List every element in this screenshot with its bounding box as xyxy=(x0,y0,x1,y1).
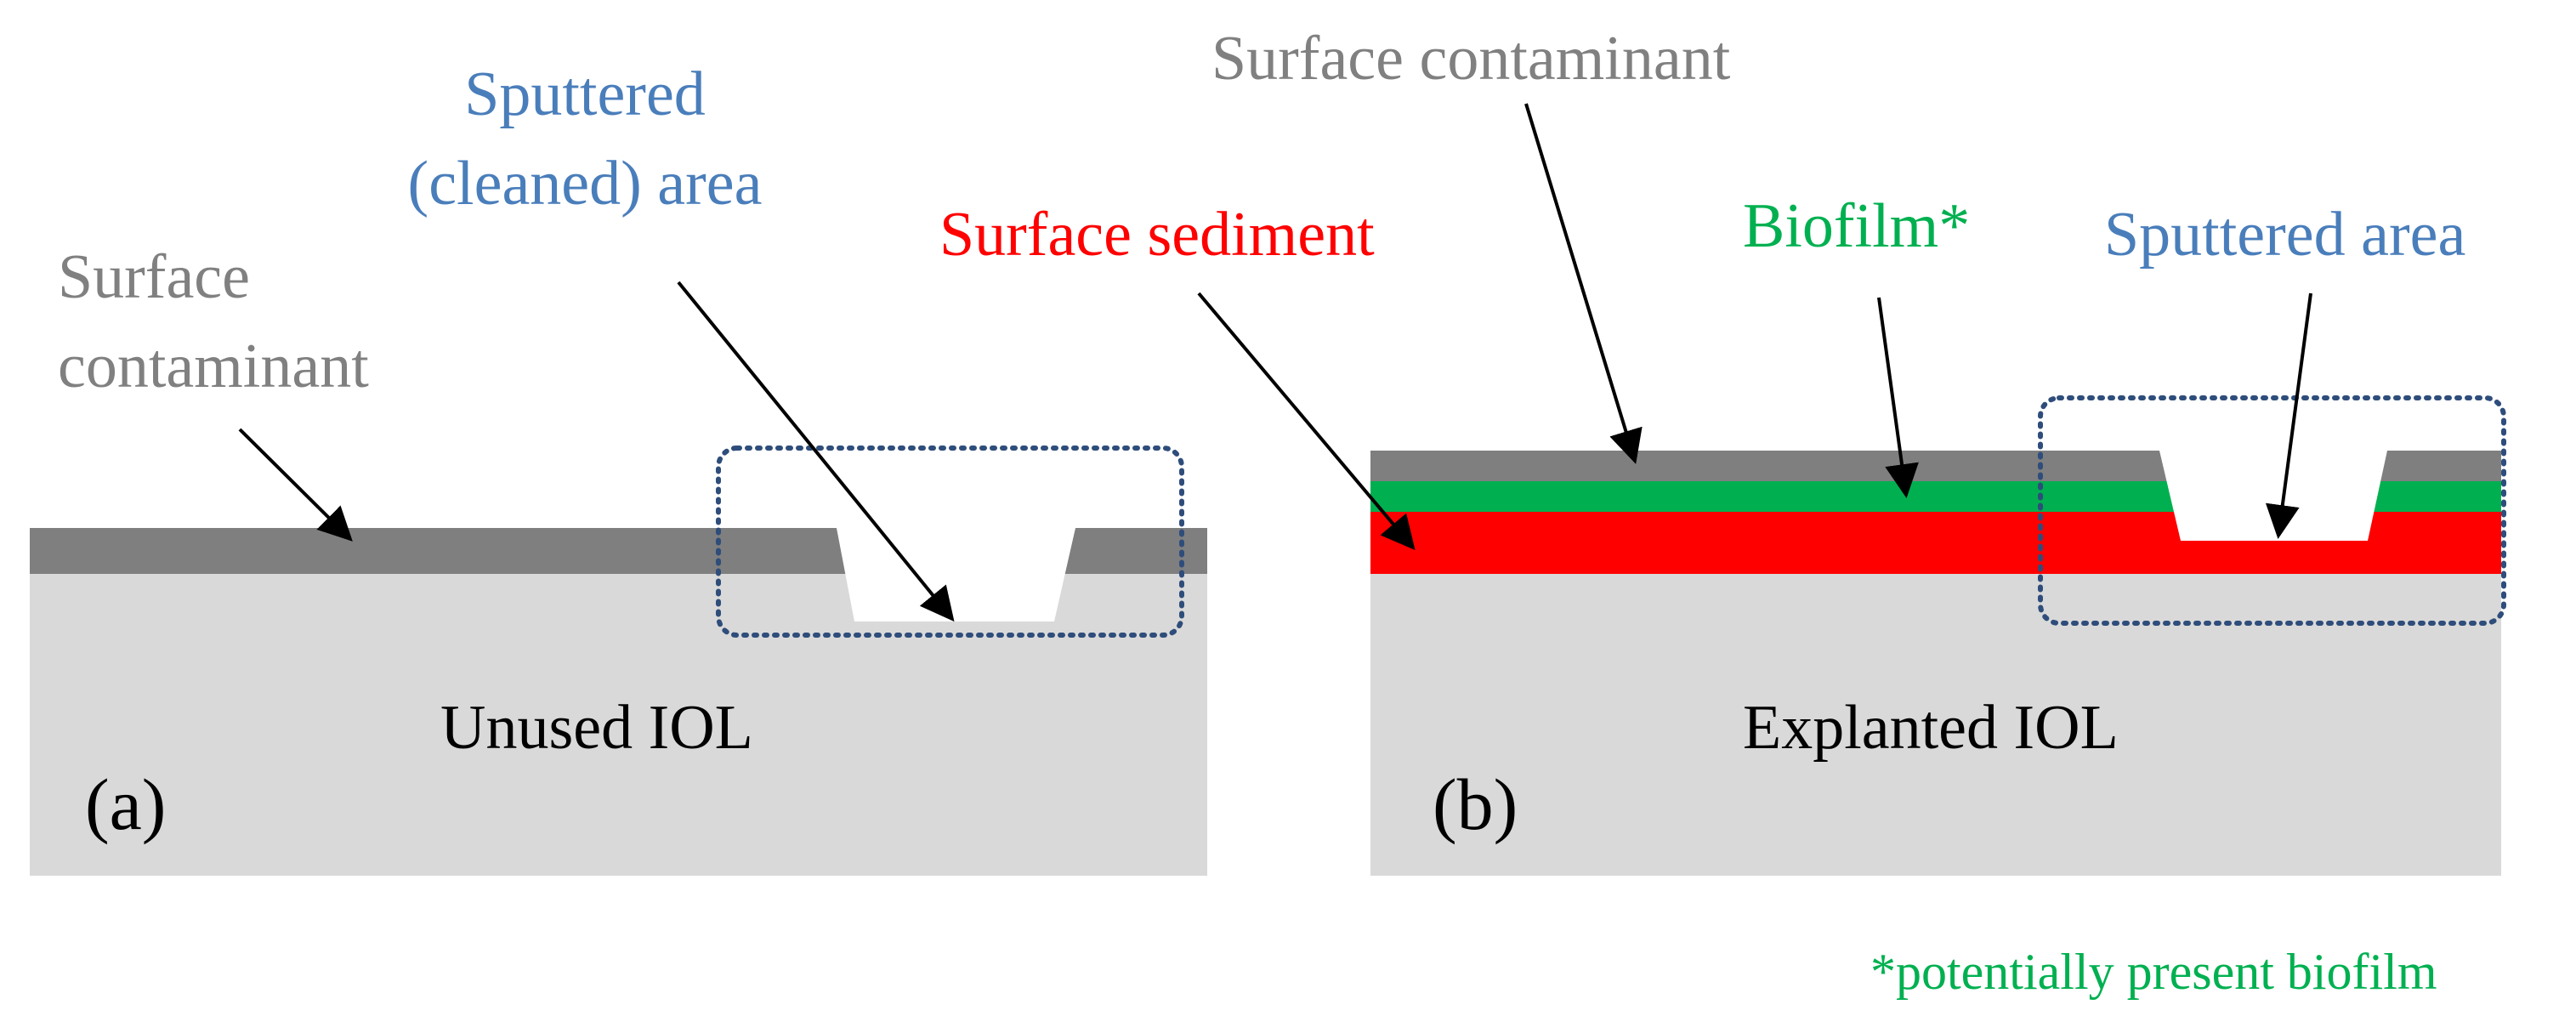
panel-a-contaminant-label-line1: Surface xyxy=(58,242,250,312)
panel-a-contaminant-arrow xyxy=(238,428,353,542)
panel-a-substrate xyxy=(30,574,1207,876)
footnote: *potentially present biofilm xyxy=(1870,944,2437,1000)
panel-b-biofilm-arrow xyxy=(1877,297,1919,498)
panel-b-sputtered-trench xyxy=(2159,451,2387,541)
panel-a-contaminant-label-line2: contaminant xyxy=(58,332,369,401)
panel-a-contaminant-left xyxy=(30,528,850,574)
panel-a-sputter-box xyxy=(716,446,1184,638)
panel-a: Unused IOL (a) Surface contaminant Sputt… xyxy=(30,60,1207,876)
panel-b-contaminant-arrow xyxy=(1524,103,1643,464)
panel-b-biofilm-label: Biofilm* xyxy=(1743,191,1970,261)
panel-b-sputter-box xyxy=(2038,395,2506,626)
panel-a-sputter-label-line2: (cleaned) area xyxy=(408,149,763,219)
panel-a-sputtered-trench xyxy=(837,528,1075,622)
panel-b-contaminant-label: Surface contaminant xyxy=(1211,24,1731,94)
panel-a-contaminant-right xyxy=(1063,528,1207,574)
panel-b-body-label: Explanted IOL xyxy=(1743,693,2119,763)
panel-a-panel-label: (a) xyxy=(85,763,166,845)
panel-b-sputter-label: Sputtered area xyxy=(2104,200,2465,270)
panel-a-body-label: Unused IOL xyxy=(440,693,753,763)
panel-b: Explanted IOL (b) Surface contaminant Su… xyxy=(939,24,2506,876)
panel-a-sputter-label-line1: Sputtered xyxy=(464,60,706,129)
panel-b-panel-label: (b) xyxy=(1433,763,1518,845)
panel-b-sediment-arrow xyxy=(1197,292,1416,551)
panel-b-sediment-label: Surface sediment xyxy=(939,200,1375,270)
panel-b-sputter-arrow xyxy=(2265,292,2312,539)
panel-a-sputter-arrow xyxy=(677,281,955,622)
